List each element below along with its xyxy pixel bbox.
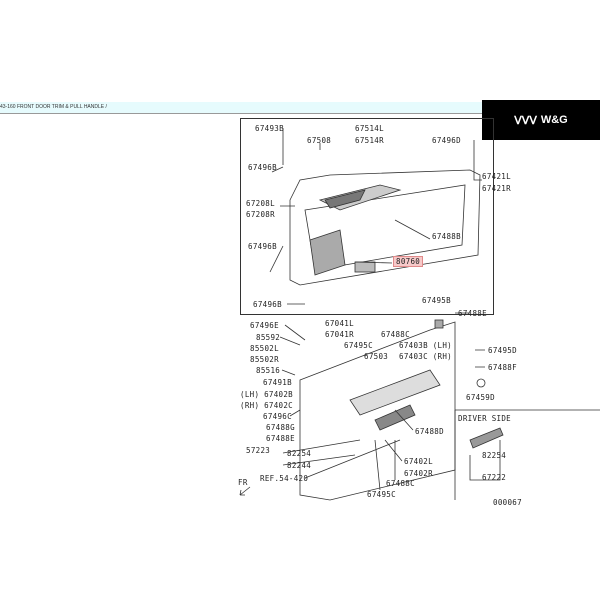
part-number-label[interactable]: 67491B xyxy=(263,378,292,387)
highlighted-part-label[interactable]: 80760 xyxy=(393,256,424,267)
part-number-label[interactable]: 67222 xyxy=(482,473,507,482)
part-number-label[interactable]: 67495B xyxy=(422,296,451,305)
part-number-label[interactable]: 67041L xyxy=(325,319,354,328)
part-number-label[interactable]: 67488F xyxy=(488,363,517,372)
pull-handle xyxy=(324,189,366,209)
switch-panel xyxy=(374,404,416,431)
leader-lines xyxy=(269,128,501,491)
part-number-label[interactable]: 67402R xyxy=(404,469,433,478)
part-number-label[interactable]: 67496B xyxy=(248,242,277,251)
part-number-label[interactable]: 67488E xyxy=(458,309,487,318)
part-number-label[interactable]: 67496B xyxy=(253,300,282,309)
part-number-label[interactable]: 67488C xyxy=(386,479,415,488)
part-number-label[interactable]: 67488C xyxy=(381,330,410,339)
clip-67459d xyxy=(476,378,486,388)
part-number-label[interactable]: 67496C xyxy=(263,412,292,421)
clip-67495b xyxy=(434,319,444,329)
part-80760 xyxy=(354,261,376,273)
part-number-label[interactable]: 67208L xyxy=(246,199,275,208)
part-number-label[interactable]: 000067 xyxy=(493,498,522,507)
part-number-label[interactable]: DRIVER SIDE xyxy=(458,414,511,423)
part-number-label[interactable]: 67514R xyxy=(355,136,384,145)
part-number-label[interactable]: 67041R xyxy=(325,330,354,339)
part-number-label[interactable]: 67495C xyxy=(367,490,396,499)
part-number-label[interactable]: 82254 xyxy=(482,451,507,460)
part-number-label[interactable]: (RH) 67402C xyxy=(240,401,293,410)
door-trim-detail-box xyxy=(240,118,494,315)
part-number-label[interactable]: 67503 xyxy=(364,352,389,361)
part-number-label[interactable]: 67496B xyxy=(248,163,277,172)
diagram-title: 43-160 FRONT DOOR TRIM & PULL HANDLE / xyxy=(0,104,107,110)
door-trim-panel xyxy=(289,169,481,286)
part-number-label[interactable]: 85516 xyxy=(256,366,281,375)
part-number-label[interactable]: 67403C (RH) xyxy=(399,352,452,361)
part-number-label[interactable]: 67495D xyxy=(488,346,517,355)
part-number-label[interactable]: 67403B (LH) xyxy=(399,341,452,350)
part-number-label[interactable]: 67496D xyxy=(432,136,461,145)
part-number-label[interactable]: 85502R xyxy=(250,355,279,364)
part-number-label[interactable]: 67488G xyxy=(266,423,295,432)
part-number-label[interactable]: 67459D xyxy=(466,393,495,402)
part-number-label[interactable]: 85592 xyxy=(256,333,281,342)
part-number-label[interactable]: 67421L xyxy=(482,172,511,181)
part-number-label[interactable]: 67495C xyxy=(344,341,373,350)
part-number-label[interactable]: 67421R xyxy=(482,184,511,193)
lower-armrest xyxy=(349,369,441,416)
part-number-label[interactable]: 82244 xyxy=(287,461,312,470)
part-number-label[interactable]: 67514L xyxy=(355,124,384,133)
part-number-label[interactable]: 67208R xyxy=(246,210,275,219)
part-number-label[interactable]: 67488E xyxy=(266,434,295,443)
logo-mark-icon: ᐯᐯᐯ xyxy=(514,114,537,127)
driver-side-box xyxy=(454,409,600,500)
part-number-label[interactable]: 85502L xyxy=(250,344,279,353)
diagram-title-bar: 43-160 FRONT DOOR TRIM & PULL HANDLE / xyxy=(0,102,482,114)
part-number-label[interactable]: FR xyxy=(238,478,248,487)
part-number-label[interactable]: 57223 xyxy=(246,446,271,455)
part-number-label[interactable]: REF.54-420 xyxy=(260,474,309,483)
driver-switch-panel xyxy=(469,427,504,449)
part-number-label[interactable]: 67402L xyxy=(404,457,433,466)
part-number-label[interactable]: 67488B xyxy=(432,232,461,241)
fr-arrow xyxy=(239,486,251,496)
part-number-label[interactable]: 82254 xyxy=(287,449,312,458)
pocket xyxy=(309,229,346,276)
logo-text: W&G xyxy=(540,114,568,126)
part-number-label[interactable]: 67493B xyxy=(255,124,284,133)
part-number-label[interactable]: 67508 xyxy=(307,136,332,145)
part-number-label[interactable]: 67488D xyxy=(415,427,444,436)
part-number-label[interactable]: (LH) 67402B xyxy=(240,390,293,399)
part-number-label[interactable]: 67496E xyxy=(250,321,279,330)
